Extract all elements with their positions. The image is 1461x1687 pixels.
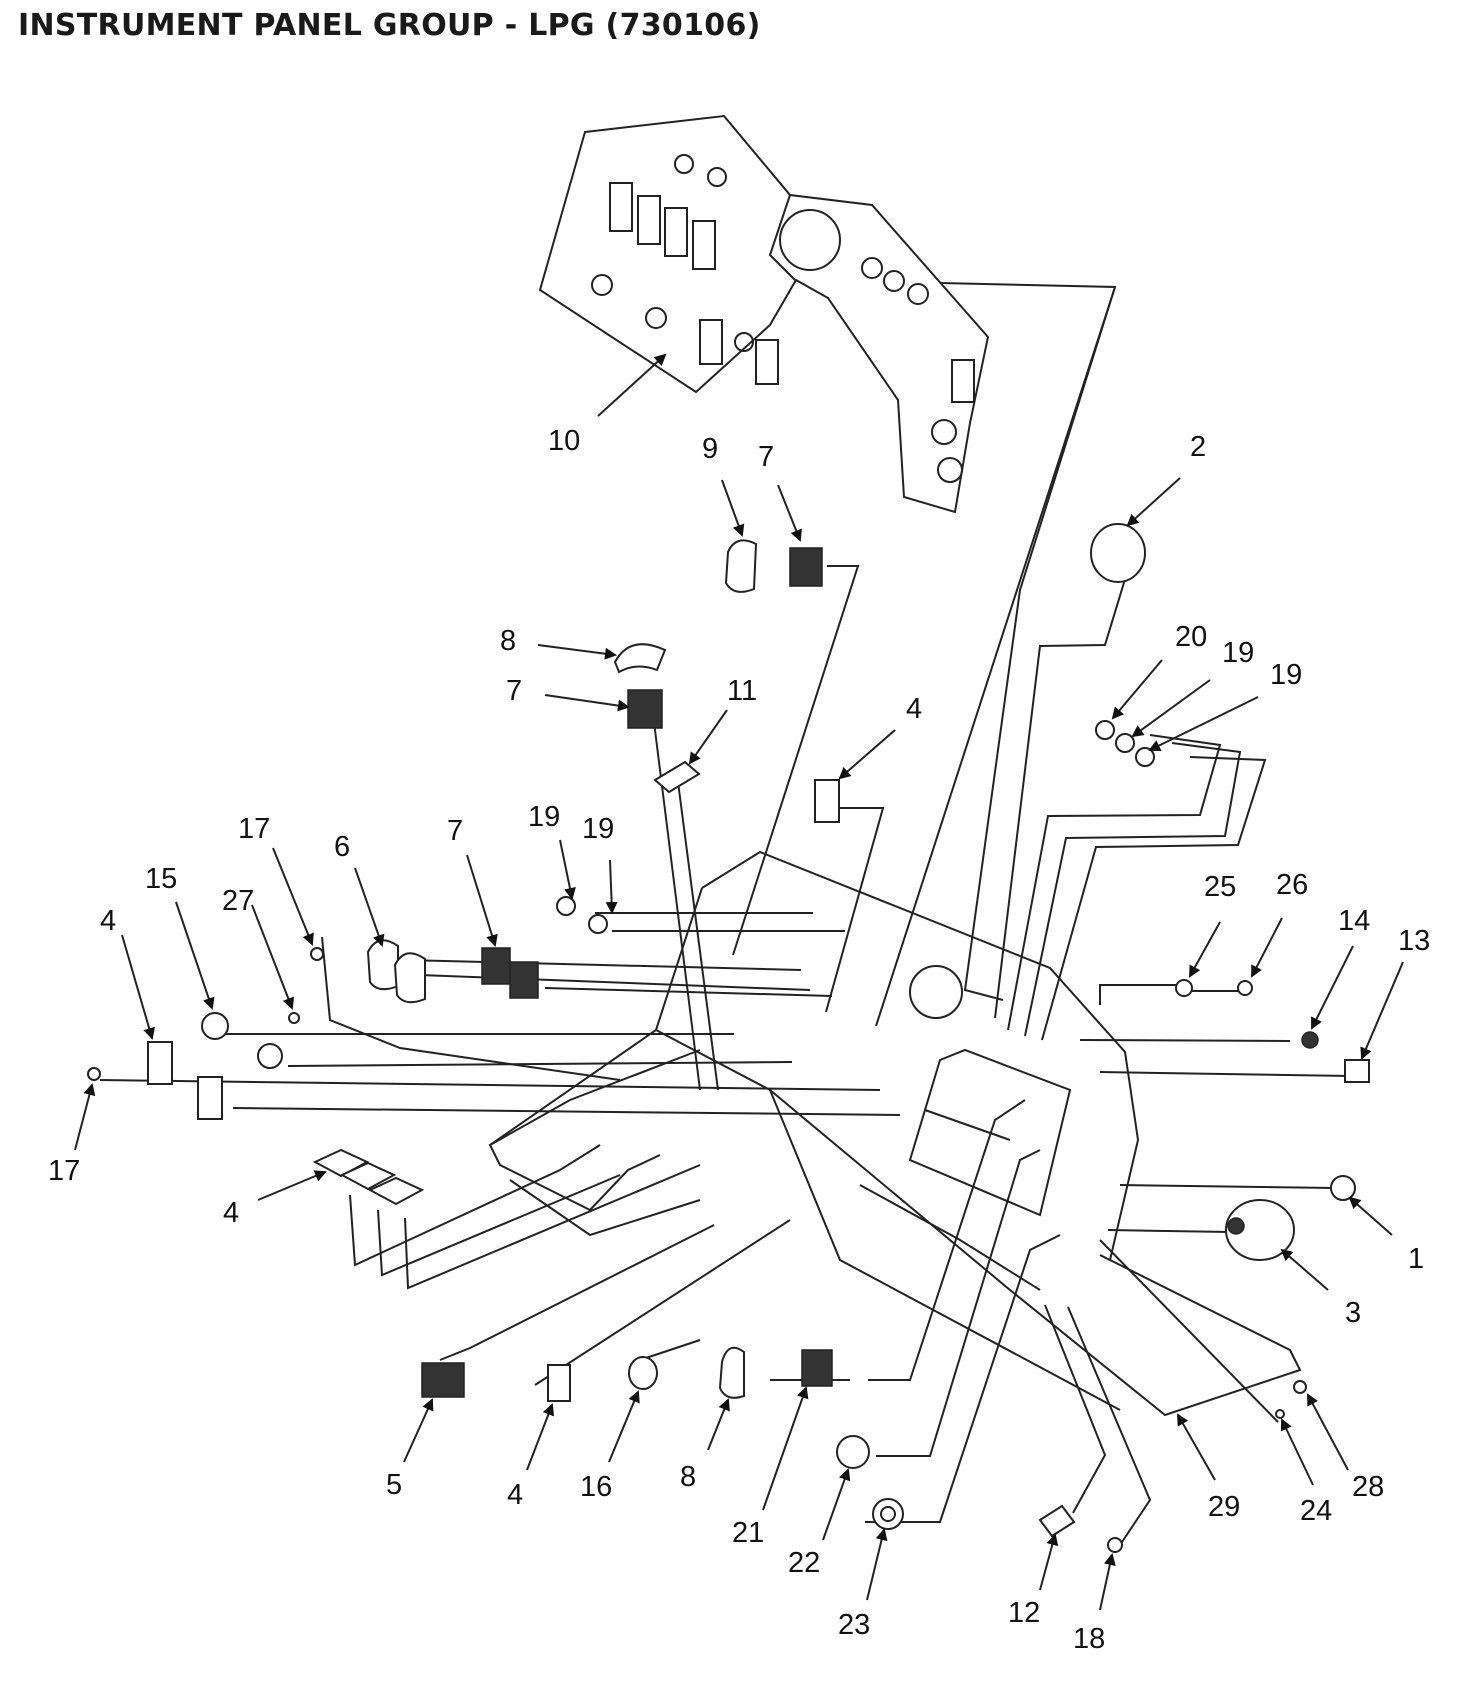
plate-part xyxy=(1038,1504,1076,1538)
indicator-light-part xyxy=(1095,720,1115,740)
nut-part xyxy=(1237,980,1253,996)
grommet-part xyxy=(872,1498,904,1530)
callout-labels: 10 9 7 2 8 7 11 4 20 19 19 19 19 17 6 7 … xyxy=(48,425,1430,1655)
callout-11: 11 xyxy=(727,675,757,707)
callout-7: 7 xyxy=(758,441,774,473)
callout-5: 5 xyxy=(386,1469,402,1501)
callout-9: 9 xyxy=(702,433,718,465)
callout-16: 16 xyxy=(580,1471,612,1503)
light-part xyxy=(201,1012,229,1040)
rocker-switch-part xyxy=(789,547,823,587)
indicator-lens-part xyxy=(197,1076,223,1120)
callout-20: 20 xyxy=(1175,621,1207,653)
callout-4: 4 xyxy=(223,1197,239,1229)
callout-7: 7 xyxy=(447,815,463,847)
callout-arrows xyxy=(74,353,1404,1611)
callout-12: 12 xyxy=(1008,1597,1040,1629)
rocker-switch-part xyxy=(509,961,539,999)
rocker-cap-part xyxy=(718,1346,745,1399)
indicator-light-part xyxy=(556,896,576,916)
callout-13: 13 xyxy=(1398,925,1430,957)
bracket-part xyxy=(653,760,701,794)
nut-part xyxy=(288,1012,300,1024)
rocker-switch-part xyxy=(801,1349,833,1387)
callout-8: 8 xyxy=(680,1461,696,1493)
rocker-cap-part xyxy=(366,939,399,991)
indicator-light-part xyxy=(1115,733,1135,753)
callout-19: 19 xyxy=(528,801,560,833)
callout-21: 21 xyxy=(732,1517,764,1549)
grommet-part xyxy=(836,1435,870,1469)
callout-4: 4 xyxy=(507,1479,523,1511)
parts xyxy=(87,523,1370,1553)
callout-17: 17 xyxy=(238,813,270,845)
callout-3: 3 xyxy=(1345,1297,1361,1329)
ignition-switch-part xyxy=(1225,1199,1295,1261)
callout-17: 17 xyxy=(48,1155,80,1187)
callout-4: 4 xyxy=(100,905,116,937)
instrument-panel-decal xyxy=(538,114,990,514)
cap-part xyxy=(628,1356,658,1390)
callout-14: 14 xyxy=(1338,905,1370,937)
callout-25: 25 xyxy=(1204,871,1236,903)
callout-22: 22 xyxy=(788,1547,820,1579)
rocker-cap-part xyxy=(613,643,667,674)
rocker-switch-part xyxy=(627,689,663,729)
bulb-part xyxy=(310,947,324,961)
callout-19: 19 xyxy=(1270,659,1302,691)
indicator-lens-part xyxy=(367,1176,425,1206)
callout-15: 15 xyxy=(145,863,177,895)
page-title: INSTRUMENT PANEL GROUP - LPG (730106) xyxy=(18,8,761,43)
key-switch-part xyxy=(1330,1175,1356,1201)
rocker-cap-part xyxy=(393,952,426,1004)
callout-29: 29 xyxy=(1208,1491,1240,1523)
callout-26: 26 xyxy=(1276,869,1308,901)
indicator-light-part xyxy=(588,914,608,934)
callout-8: 8 xyxy=(500,625,516,657)
clip-part xyxy=(1275,1409,1285,1419)
switch-part xyxy=(1344,1059,1370,1083)
washer-part xyxy=(1175,979,1193,997)
indicator-lens-part xyxy=(147,1041,173,1085)
callout-4: 4 xyxy=(906,693,922,725)
rocker-cap-part xyxy=(724,539,758,593)
indicator-light-part xyxy=(1135,747,1155,767)
bulb-part xyxy=(1107,1537,1123,1553)
indicator-lens-part xyxy=(312,1148,370,1178)
indicator-lens-part xyxy=(339,1161,397,1191)
callout-19: 19 xyxy=(582,813,614,845)
callout-6: 6 xyxy=(334,831,350,863)
callout-2: 2 xyxy=(1190,431,1206,463)
clip-part xyxy=(1293,1380,1307,1394)
leader-lines xyxy=(99,282,1351,1546)
hour-meter-part xyxy=(421,1362,465,1398)
indicator-lens-part xyxy=(814,779,840,823)
callout-10: 10 xyxy=(548,425,580,457)
callout-28: 28 xyxy=(1352,1471,1384,1503)
rocker-switch-part xyxy=(481,947,511,985)
callout-1: 1 xyxy=(1408,1243,1424,1275)
gauge-lens-part xyxy=(1090,523,1146,583)
bulb-part xyxy=(87,1067,101,1081)
callout-24: 24 xyxy=(1300,1495,1332,1527)
switch-part xyxy=(1301,1031,1319,1049)
callout-23: 23 xyxy=(838,1609,870,1641)
callout-27: 27 xyxy=(222,885,254,917)
callout-18: 18 xyxy=(1073,1623,1105,1655)
callout-7: 7 xyxy=(506,675,522,707)
light-part xyxy=(257,1043,283,1069)
indicator-lens-part xyxy=(547,1364,571,1402)
console-housing xyxy=(488,850,1302,1417)
callout-19: 19 xyxy=(1222,637,1254,669)
